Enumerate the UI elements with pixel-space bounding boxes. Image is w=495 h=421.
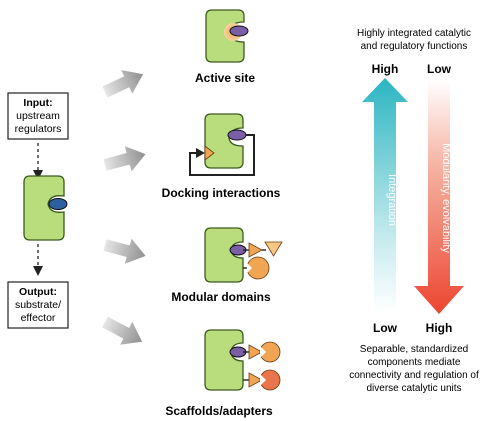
integration-label: Integration [386, 174, 398, 226]
output-title: Output: [19, 286, 57, 298]
input-line-1: upstream [16, 110, 60, 122]
input-box: Input: upstream regulators [7, 92, 69, 140]
top-description-line-1: Highly integrated catalytic [357, 28, 471, 39]
modularity-high-label: High [426, 321, 453, 335]
output-dashed-arrow [33, 244, 43, 276]
docking-enzyme [189, 113, 255, 176]
output-line-2: effector [21, 312, 56, 324]
bottom-description-line-4: diverse catalytic units [366, 383, 461, 394]
scaffold-enzyme [204, 329, 281, 391]
modularity-low-label: Low [427, 62, 452, 76]
modularity-arrow: Modularity, evolvability [414, 80, 464, 314]
domain-triangle-icon [264, 241, 283, 257]
modular-enzyme [204, 227, 283, 283]
gray-arrow-2 [103, 146, 146, 172]
output-box: Output: substrate/ effector [7, 281, 69, 329]
mechanism-label-modular: Modular domains [171, 290, 271, 304]
bottom-description-line-2: components mediate [368, 357, 461, 368]
blue-knob-icon [48, 198, 68, 210]
input-line-2: regulators [15, 123, 62, 135]
purple-knob-icon [227, 129, 247, 141]
input-dashed-arrow [33, 143, 43, 180]
modularity-label: Modularity, evolvability [440, 143, 452, 253]
integration-high-label: High [372, 62, 399, 76]
purple-knob-icon [229, 25, 249, 37]
gray-arrow-4 [102, 316, 143, 345]
active-site-enzyme [205, 9, 249, 63]
input-title: Input: [23, 97, 52, 109]
output-line-1: substrate/ [15, 299, 61, 311]
gray-arrow-1 [102, 70, 144, 98]
bottom-description-line-3: connectivity and regulation of [349, 370, 479, 381]
integration-low-label: Low [373, 321, 398, 335]
top-description-line-2: and regulatory functions [361, 41, 468, 52]
bottom-description-line-1: Separable, standardized [360, 344, 468, 355]
mechanism-label-scaffolds: Scaffolds/adapters [165, 404, 273, 418]
mechanism-label-active-site: Active site [195, 71, 255, 85]
integration-arrow: Integration [362, 78, 408, 312]
central-enzyme [23, 175, 68, 241]
mechanism-label-docking: Docking interactions [162, 186, 281, 200]
gray-arrow-3 [103, 238, 146, 264]
